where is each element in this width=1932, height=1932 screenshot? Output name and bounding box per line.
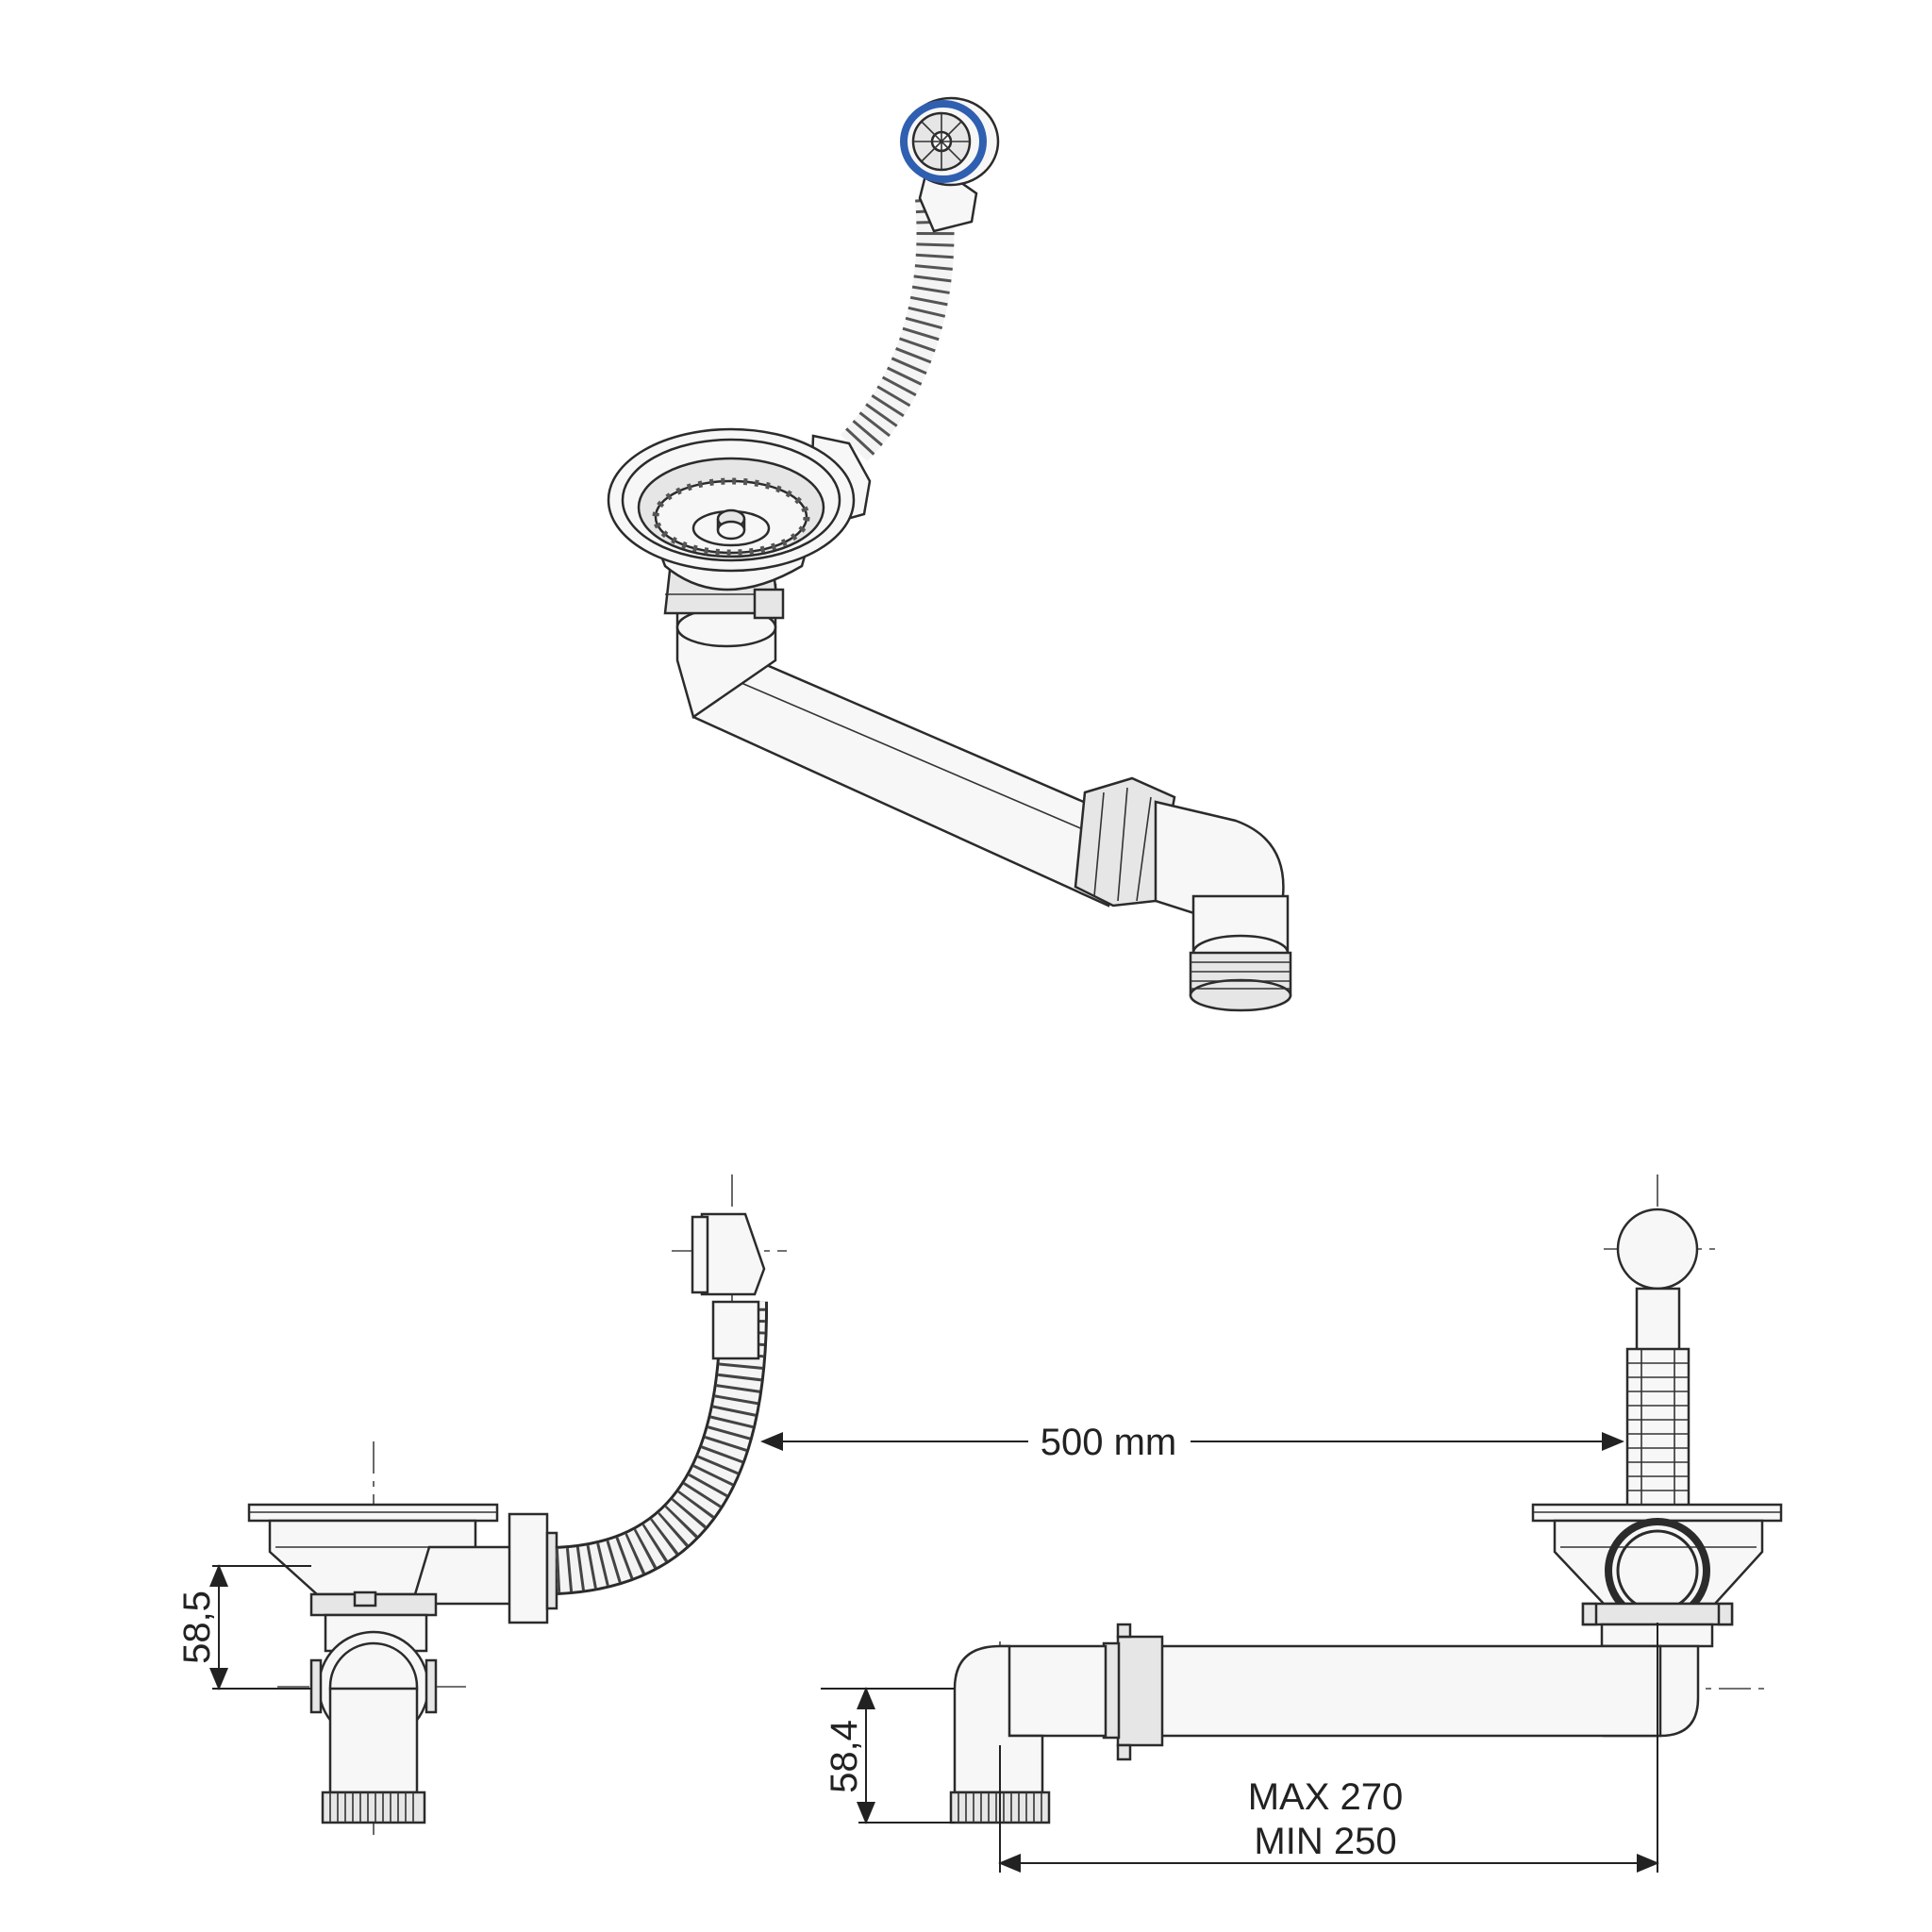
- front-overflow-head: [1616, 1208, 1699, 1291]
- max-length-label: MAX 270: [1248, 1776, 1404, 1818]
- side-view: [247, 1174, 787, 1835]
- hose-length-dimension: 500 mm: [760, 1422, 1624, 1463]
- front-height-dimension: 58,4: [821, 1687, 955, 1824]
- front-height-label: 58,4: [824, 1720, 865, 1793]
- isometric-view: [607, 96, 1292, 1012]
- iso-horizontal-pipe: [675, 583, 1292, 1012]
- front-horizontal-pipe: [1158, 1644, 1662, 1738]
- side-height-label: 58,5: [176, 1591, 218, 1664]
- iso-overflow-head: [900, 96, 1000, 233]
- hose-length-label: 500 mm: [1041, 1422, 1177, 1463]
- front-view: [821, 1174, 1783, 1824]
- iso-strainer-basket: [607, 427, 856, 620]
- iso-overflow-hose: [840, 196, 955, 462]
- length-dimension: MAX 270 MIN 250: [998, 1623, 1659, 1873]
- side-height-dimension: 58,5: [176, 1564, 311, 1690]
- min-length-label: MIN 250: [1254, 1821, 1396, 1862]
